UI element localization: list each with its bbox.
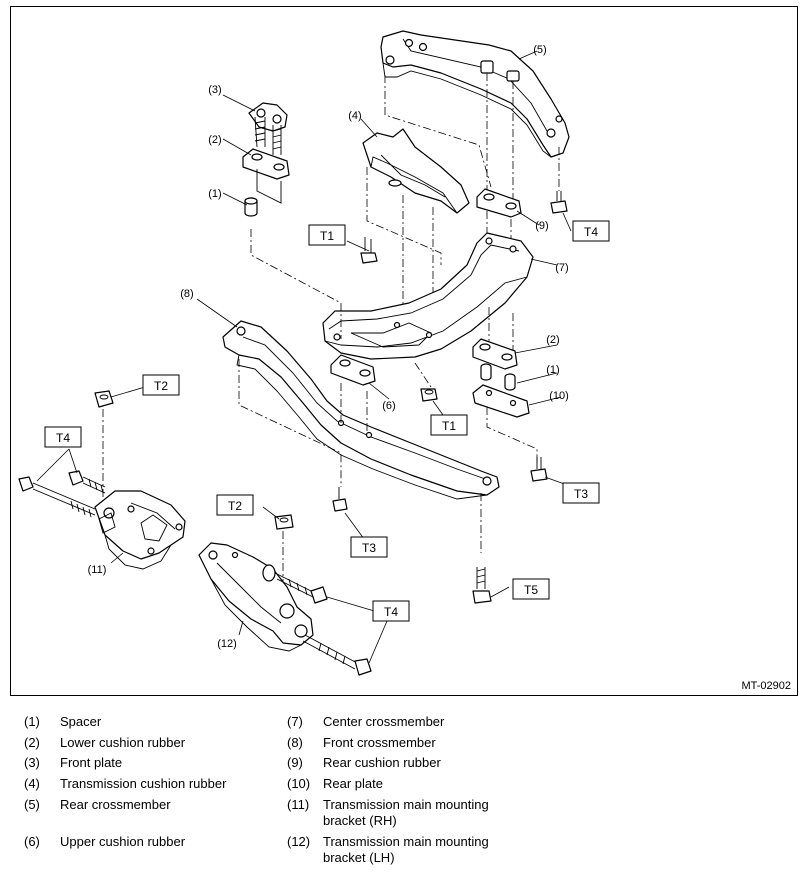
legend-text: Front plate [60,755,123,770]
callout-1-left: (1) [208,188,221,200]
callout-labels: (3) (2) (1) (4) (5) (9) (7) (8) (6) (2) … [88,44,569,650]
bolt-t3-right [530,457,548,482]
drawing-id: MT-02902 [741,680,791,692]
svg-text:T2: T2 [154,379,168,393]
torque-tag-t2-upper: T2 [142,374,180,396]
callout-5: (5) [533,44,546,56]
spacer [244,197,258,217]
bolt-t4-long-rh [18,476,96,518]
front-plate [248,102,288,155]
callout-8: (8) [180,288,193,300]
callout-1-right: (1) [546,364,559,376]
nut-t1-lower [420,388,438,402]
legend-text: Center crossmember [323,714,445,729]
legend-text: Rear crossmember [60,797,171,812]
torque-tag-t3-center: T3 [350,536,388,558]
transmission-main-mounting-bracket-lh [198,542,314,652]
callout-4: (4) [348,110,361,122]
legend-text: Rear plate [323,776,383,791]
callout-10: (10) [549,390,569,402]
svg-text:T1: T1 [320,229,334,243]
lower-cushion-rubber [242,148,290,204]
legend-num: (1) [24,714,40,729]
legend-text: Spacer [60,714,102,729]
bolt-t4-rear [550,191,568,214]
legend-num: (12) [287,834,311,849]
callout-11: (11) [88,564,107,576]
legend-text: Transmission main mounting bracket (RH) [323,797,489,828]
torque-tag-t4-rh: T4 [44,426,82,448]
legend-text: Rear cushion rubber [323,755,441,770]
spacer-right [480,363,516,391]
legend-num: (8) [287,735,303,750]
torque-tag-t3-right: T3 [562,482,600,504]
legend-num: (11) [287,797,310,812]
legend-num: (7) [287,714,303,729]
bolt-t4-short-lh [274,572,328,604]
torque-tag-t4-rear: T4 [572,220,610,242]
torque-tag-t5: T5 [512,578,550,600]
legend-text: Lower cushion rubber [60,735,186,750]
upper-cushion-rubber [330,354,376,433]
legend-num: (3) [24,755,40,770]
legend-num: (4) [24,776,40,791]
transmission-cushion-rubber [362,128,470,335]
callout-2-right: (2) [546,334,559,346]
legend-num: (9) [287,755,303,770]
torque-tag-t1-upper: T1 [308,224,346,246]
svg-text:T1: T1 [442,419,456,433]
legend-num: (2) [24,735,40,750]
legend-text: Front crossmember [323,735,436,750]
bolt-t4-short-rh [68,470,106,494]
svg-text:T4: T4 [584,225,598,239]
legend-num: (5) [24,797,40,812]
svg-text:T4: T4 [56,431,70,445]
legend-text: Transmission cushion rubber [60,776,227,791]
lower-cushion-rubber-right [472,338,518,370]
legend-text: Transmission main mounting bracket (LH) [323,834,489,865]
callout-6: (6) [382,400,395,412]
torque-tag-t4-lh: T4 [372,600,410,622]
front-crossmember [222,320,500,553]
callout-12: (12) [217,638,237,650]
bolt-t4-long-lh [302,634,372,676]
legend-num: (10) [287,776,311,791]
rear-cushion-rubber [476,188,522,247]
bolt-t5 [472,567,492,604]
parts-legend: (1) Spacer (2) Lower cushion rubber (3) … [0,706,804,874]
legend-text: Upper cushion rubber [60,834,186,849]
nut-t1-upper [360,237,378,264]
callout-2-left: (2) [208,134,221,146]
bolt-t3-center [332,487,348,512]
svg-text:T3: T3 [362,541,376,555]
center-crossmember [250,229,534,388]
legend-num: (6) [24,834,40,849]
callout-7: (7) [555,262,568,274]
torque-tag-t1-lower: T1 [430,414,468,436]
svg-text:T5: T5 [524,583,538,597]
svg-text:T2: T2 [228,499,242,513]
callout-3: (3) [208,84,221,96]
callout-9: (9) [535,220,548,232]
transmission-main-mounting-bracket-rh [94,490,186,570]
svg-text:T4: T4 [384,605,398,619]
exploded-diagram: .part { fill: #fff; stroke: #000; stroke… [18,30,610,676]
svg-text:T3: T3 [574,487,588,501]
nut-t2-upper [94,390,114,507]
torque-tag-t2-lower: T2 [216,494,254,516]
exploded-diagram-frame: .part { fill: #fff; stroke: #000; stroke… [10,6,798,696]
rear-crossmember [380,30,570,203]
rear-plate [472,384,538,463]
